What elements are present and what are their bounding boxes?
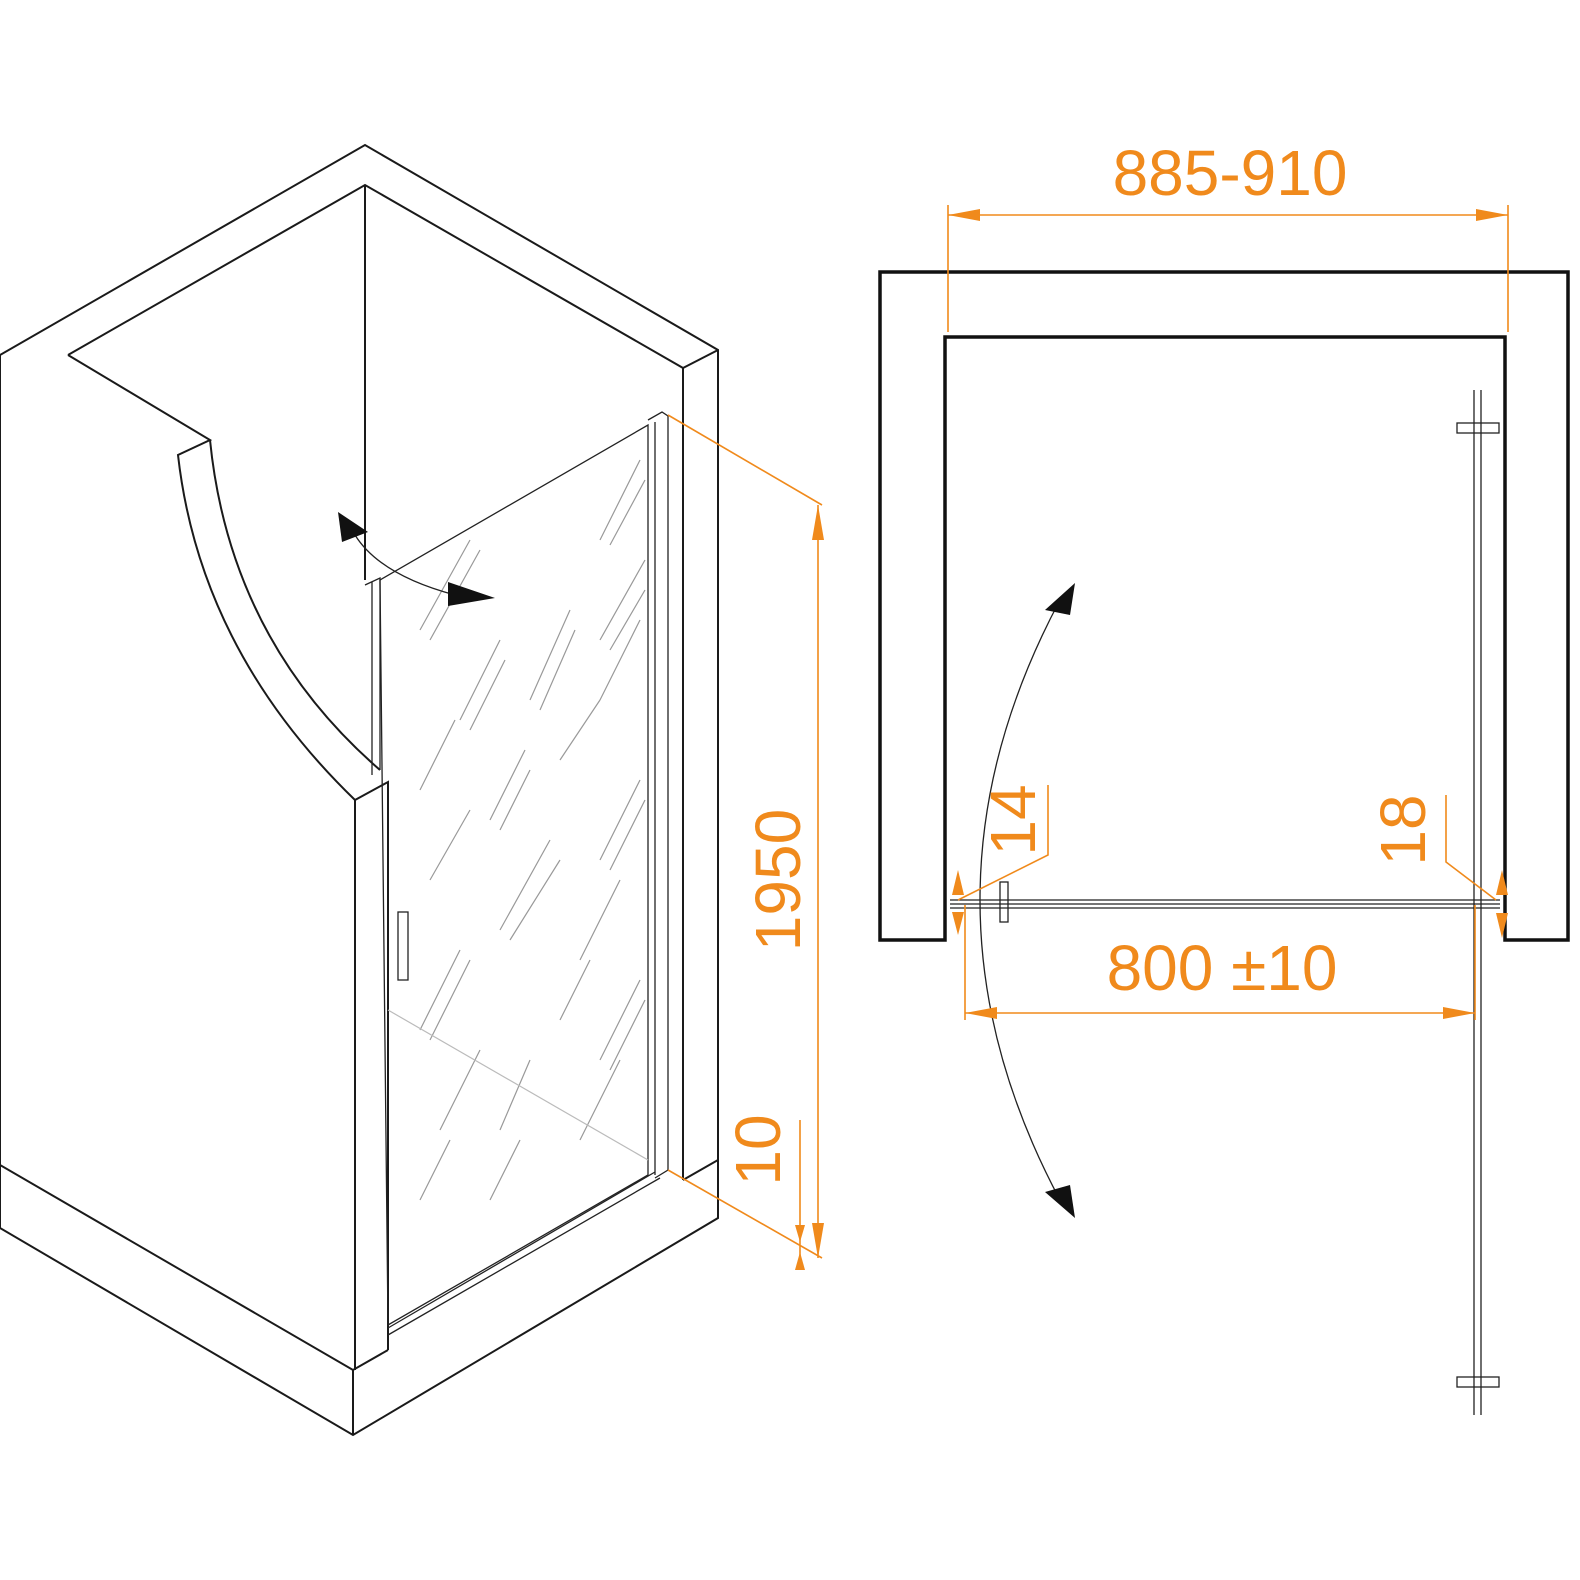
wall-outer-top [0,143,719,1437]
arrow-icon [965,1007,997,1019]
handle-top [1456,422,1500,434]
base-top [0,1159,719,1372]
swing-arrow-icon [338,512,368,542]
swing-arc [354,534,456,596]
glass-texture [387,459,649,1201]
door-handle [397,911,409,981]
door-handle [999,881,1009,923]
left-gap-label: 14 [977,784,1049,855]
handle-bottom [1456,1376,1500,1388]
door-width-label: 800 ±10 [1107,932,1338,1004]
left-wall-cutout [67,354,389,1350]
wall-right-edge [682,349,719,369]
swing-arrow-icon [1045,583,1075,615]
height-label: 1950 [742,809,814,951]
plan-walls [878,270,1570,942]
plan-view: 885-910 800 ±10 14 18 [878,137,1570,1415]
width-range-dimension [947,205,1509,332]
open-door [1473,390,1482,1415]
arrow-icon [948,209,980,221]
arrow-icon [1496,913,1508,938]
wall-inner-top [67,183,684,1180]
bottom-gap-label: 10 [722,1114,794,1185]
arrow-icon [795,1252,805,1270]
swing-arc [979,599,1061,1201]
arrow-icon [812,1223,824,1258]
swing-arrow-icon [448,582,495,606]
arrow-icon [1476,209,1508,221]
left-gap-leader [957,785,1049,901]
arrow-icon [952,912,964,935]
arrow-icon [812,505,824,540]
height-dimension-line [667,414,823,1265]
swing-arrow-icon [1045,1185,1075,1218]
door-glass [379,423,649,1327]
width-range-label: 885-910 [1113,137,1348,209]
arrow-icon [952,870,964,895]
left-wall-curve-inner [209,439,381,771]
arrow-icon [795,1225,805,1242]
door-width-dimension [964,905,1476,1020]
arrow-icon [1443,1007,1475,1019]
arrow-icon [1496,870,1508,895]
right-gap-label: 18 [1367,794,1439,865]
closed-door [950,899,1500,909]
isometric-view: 1950 10 [0,143,824,1437]
door-profile [364,411,669,1336]
right-gap-leader [1445,795,1497,901]
